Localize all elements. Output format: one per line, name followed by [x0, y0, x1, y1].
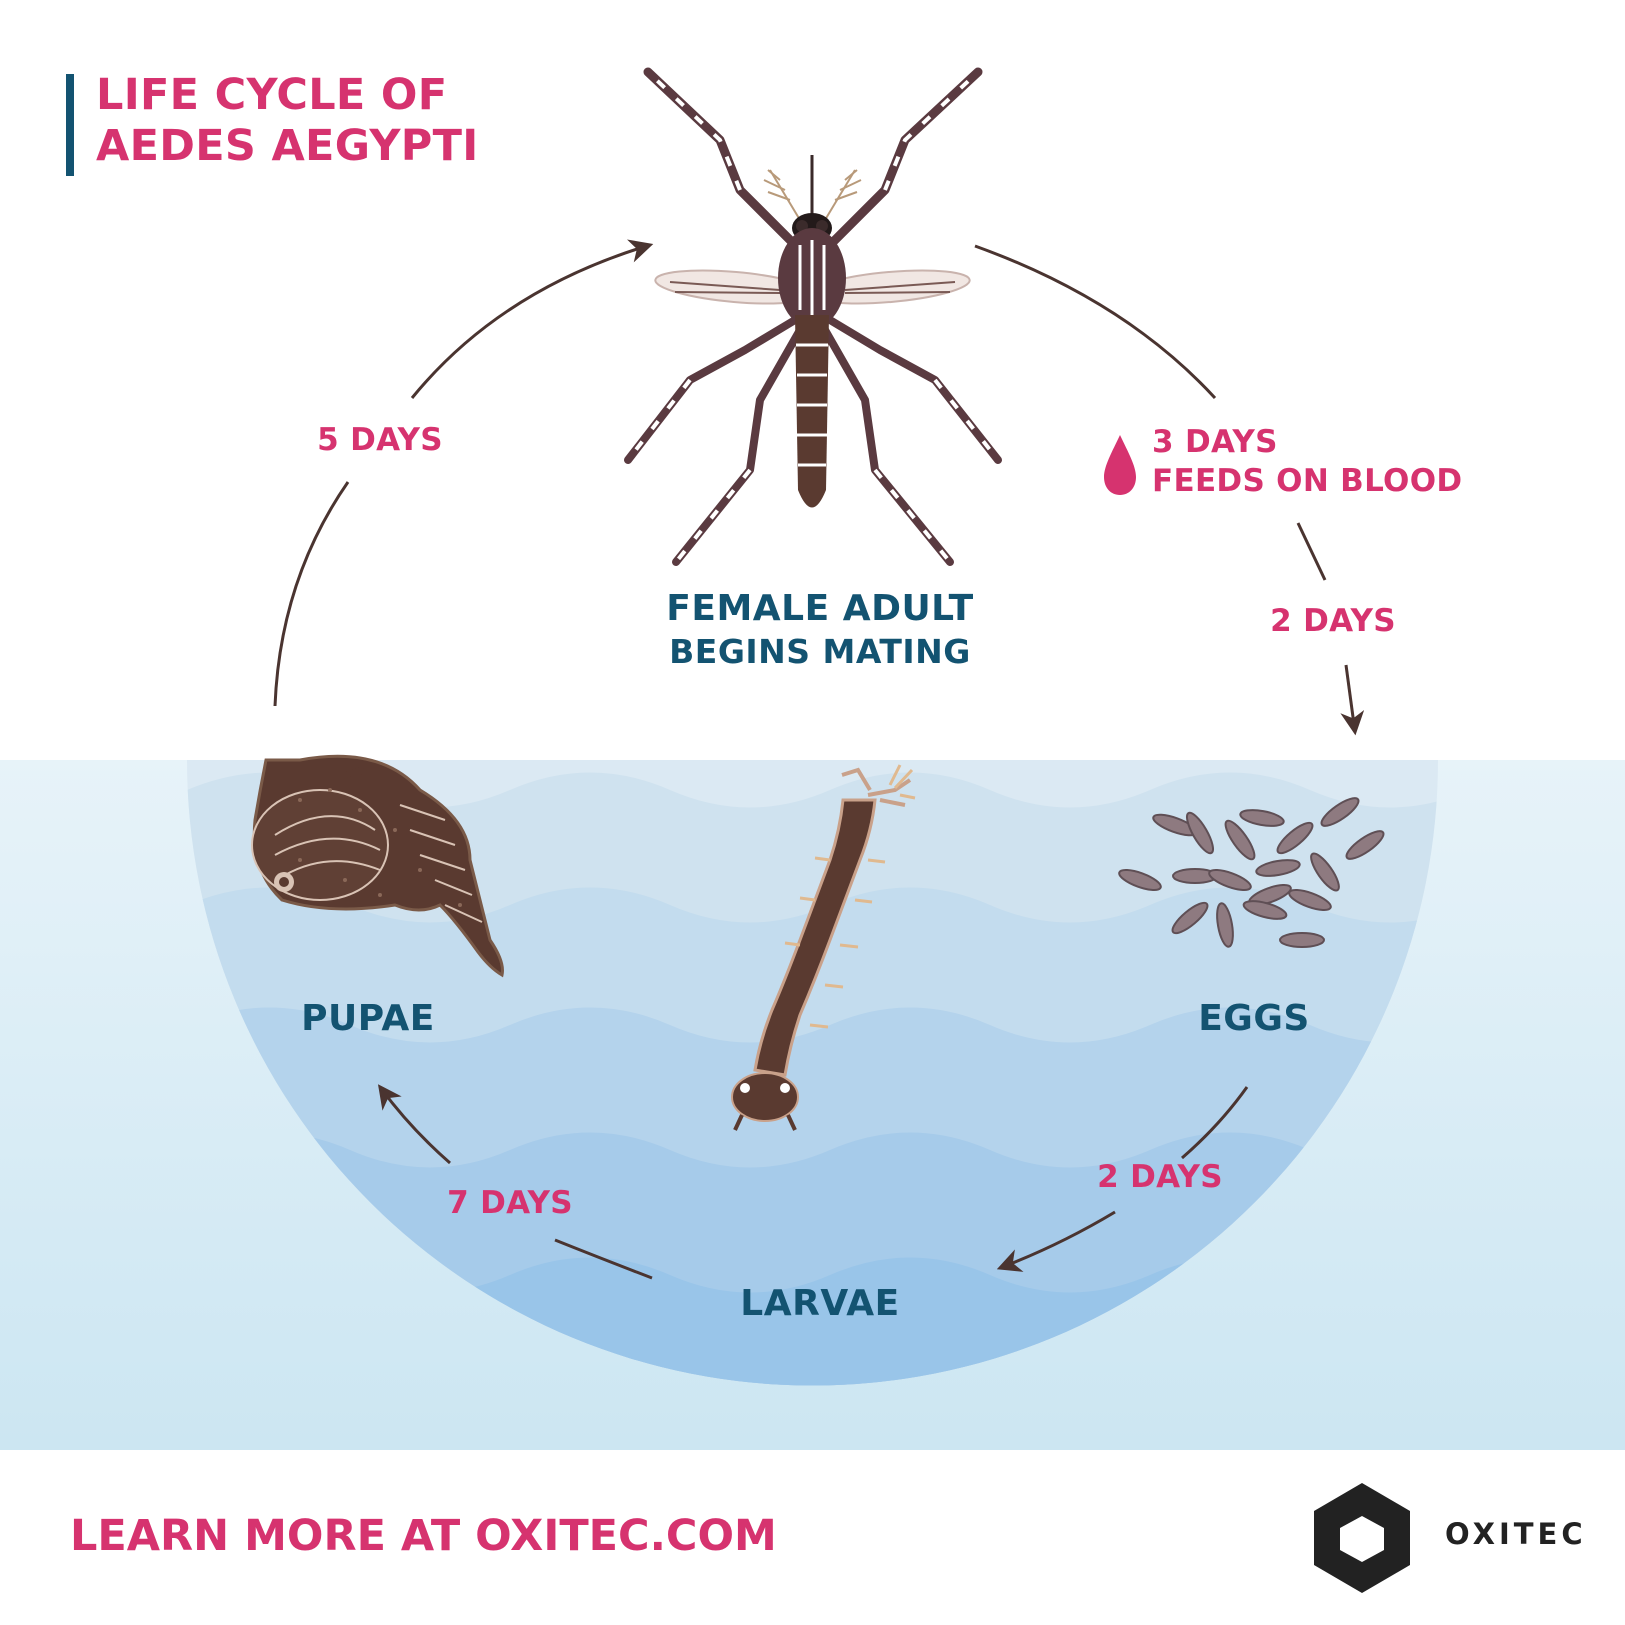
- arrow-feeding-line: [1296, 522, 1327, 581]
- arrow-larvae-to-pupae-upper: [377, 1084, 451, 1165]
- pupa-illustration: [251, 754, 504, 978]
- duration-eggs-to-larvae: 2 DAYS: [1097, 1159, 1223, 1195]
- arrow-pupae-to-adult-upper: [410, 239, 654, 399]
- duration-larvae-to-pupae: 7 DAYS: [447, 1185, 573, 1221]
- mosquito-illustration: [624, 67, 1002, 566]
- arrow-eggs-to-larvae-upper: [1181, 1086, 1249, 1160]
- title-accent-bar: [66, 74, 74, 176]
- duration-adult-feeding: 3 DAYS FEEDS ON BLOOD: [1152, 423, 1462, 501]
- feeding-days: 3 DAYS: [1152, 424, 1278, 460]
- feeds-on-blood: FEEDS ON BLOOD: [1152, 462, 1463, 499]
- duration-feeding-to-eggs: 2 DAYS: [1270, 603, 1396, 639]
- arrow-adult-to-feeding: [974, 244, 1217, 400]
- eggs-illustration: [1118, 797, 1385, 948]
- oxitec-hexagon-logo-icon: [1314, 1483, 1410, 1593]
- brand-name: OXITEC: [1445, 1517, 1587, 1551]
- arrow-pupae-to-adult-lower: [273, 481, 350, 707]
- arrow-eggs-to-larvae-lower: [996, 1210, 1116, 1272]
- stage-label-larvae: LARVAE: [740, 1283, 900, 1324]
- larva-illustration: [731, 764, 916, 1131]
- adult-line-2: BEGINS MATING: [669, 632, 971, 671]
- blood-drop-icon: [1104, 435, 1136, 495]
- page-title: LIFE CYCLE OF AEDES AEGYPTI: [96, 70, 479, 171]
- title-line-1: LIFE CYCLE OF: [96, 70, 448, 120]
- adult-line-1: FEMALE ADULT: [666, 588, 974, 629]
- duration-pupae-to-adult: 5 DAYS: [317, 422, 443, 458]
- arrow-larvae-to-pupae-lower: [554, 1238, 653, 1280]
- stage-label-eggs: EGGS: [1198, 998, 1310, 1039]
- stage-label-pupae: PUPAE: [301, 998, 435, 1039]
- learn-more-link[interactable]: LEARN MORE AT OXITEC.COM: [70, 1511, 777, 1561]
- arrow-to-eggs: [1340, 664, 1365, 736]
- title-line-2: AEDES AEGYPTI: [96, 120, 479, 171]
- stage-label-adult: FEMALE ADULT BEGINS MATING: [666, 586, 973, 672]
